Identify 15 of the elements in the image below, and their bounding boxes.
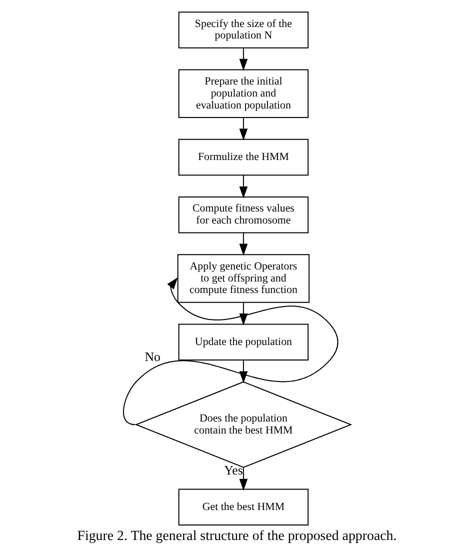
node-box: Compute fitness values for each chromosome bbox=[178, 196, 309, 234]
node-box: Specify the size of the population N bbox=[178, 12, 309, 48]
node-box: Formulize the HMM bbox=[178, 138, 309, 176]
node-box: Get the best HMM bbox=[178, 488, 309, 526]
arrow bbox=[123, 277, 338, 426]
edge-label: No bbox=[144, 348, 161, 364]
arrow bbox=[239, 174, 248, 198]
node-box: Apply genetic Operators to get offspring and compute fitness function bbox=[177, 254, 310, 303]
arrow bbox=[239, 117, 248, 141]
arrow bbox=[239, 232, 248, 256]
arrow bbox=[239, 467, 248, 491]
node-box: Update the population bbox=[178, 324, 309, 361]
node-box: Prepare the initial population and evaluation population bbox=[178, 69, 309, 118]
arrow bbox=[239, 48, 248, 71]
caption: Figure 2. The general structure of the proposed approach. bbox=[77, 529, 397, 544]
